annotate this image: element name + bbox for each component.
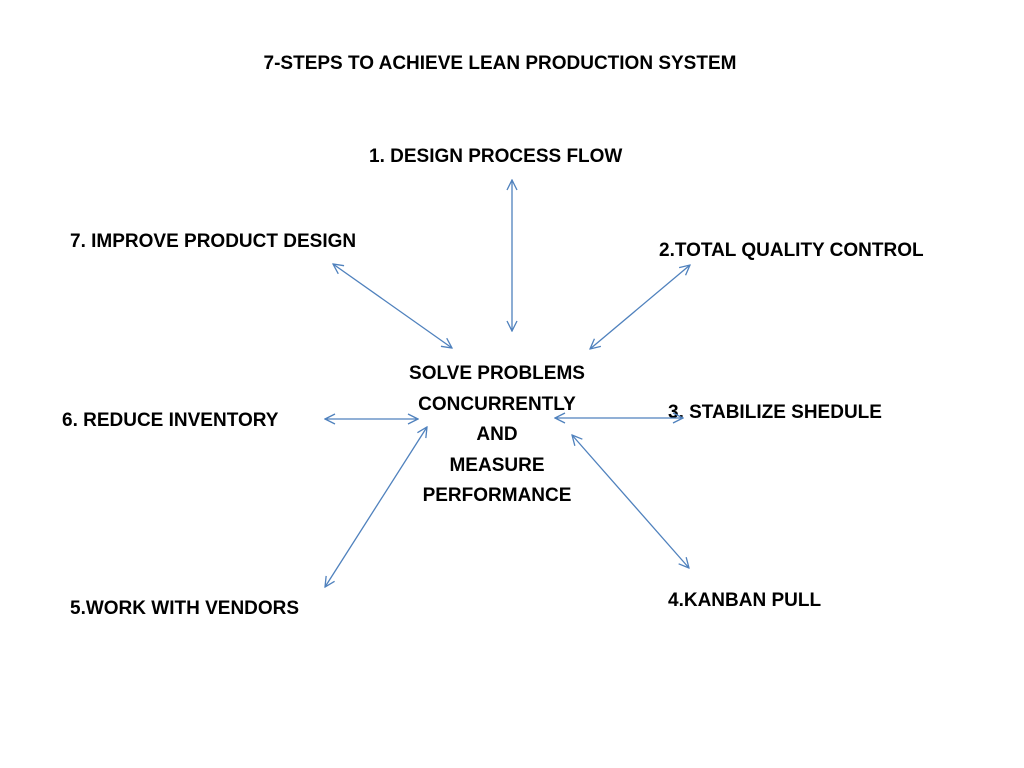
step-6-reduce-inventory: 6. REDUCE INVENTORY: [62, 410, 279, 431]
center-line-3: AND: [476, 424, 518, 445]
center-node: SOLVE PROBLEMS CONCURRENTLY AND MEASURE …: [387, 359, 607, 512]
step-5-work-with-vendors: 5.WORK WITH VENDORS: [70, 598, 300, 619]
arrow-center-to-step-7: [333, 264, 452, 348]
step-1-design-process-flow: 1. DESIGN PROCESS FLOW: [369, 146, 623, 167]
center-line-2: CONCURRENTLY: [418, 393, 576, 415]
step-7-improve-product-design: 7. IMPROVE PRODUCT DESIGN: [70, 231, 357, 252]
center-line-5: PERFORMANCE: [422, 485, 572, 506]
step-4-kanban-pull: 4.KANBAN PULL: [668, 590, 822, 611]
arrow-center-to-step-4: [572, 435, 689, 568]
arrow-center-to-step-5: [325, 427, 427, 587]
center-line-1: SOLVE PROBLEMS: [409, 363, 585, 384]
step-2-total-quality-control: 2.TOTAL QUALITY CONTROL: [659, 240, 924, 261]
arrow-center-to-step-2: [590, 265, 690, 349]
center-line-4: MEASURE: [449, 454, 545, 476]
diagram-title: 7-STEPS TO ACHIEVE LEAN PRODUCTION SYSTE…: [263, 53, 737, 74]
step-3-stabilize-schedule: 3. STABILIZE SHEDULE: [668, 402, 882, 423]
